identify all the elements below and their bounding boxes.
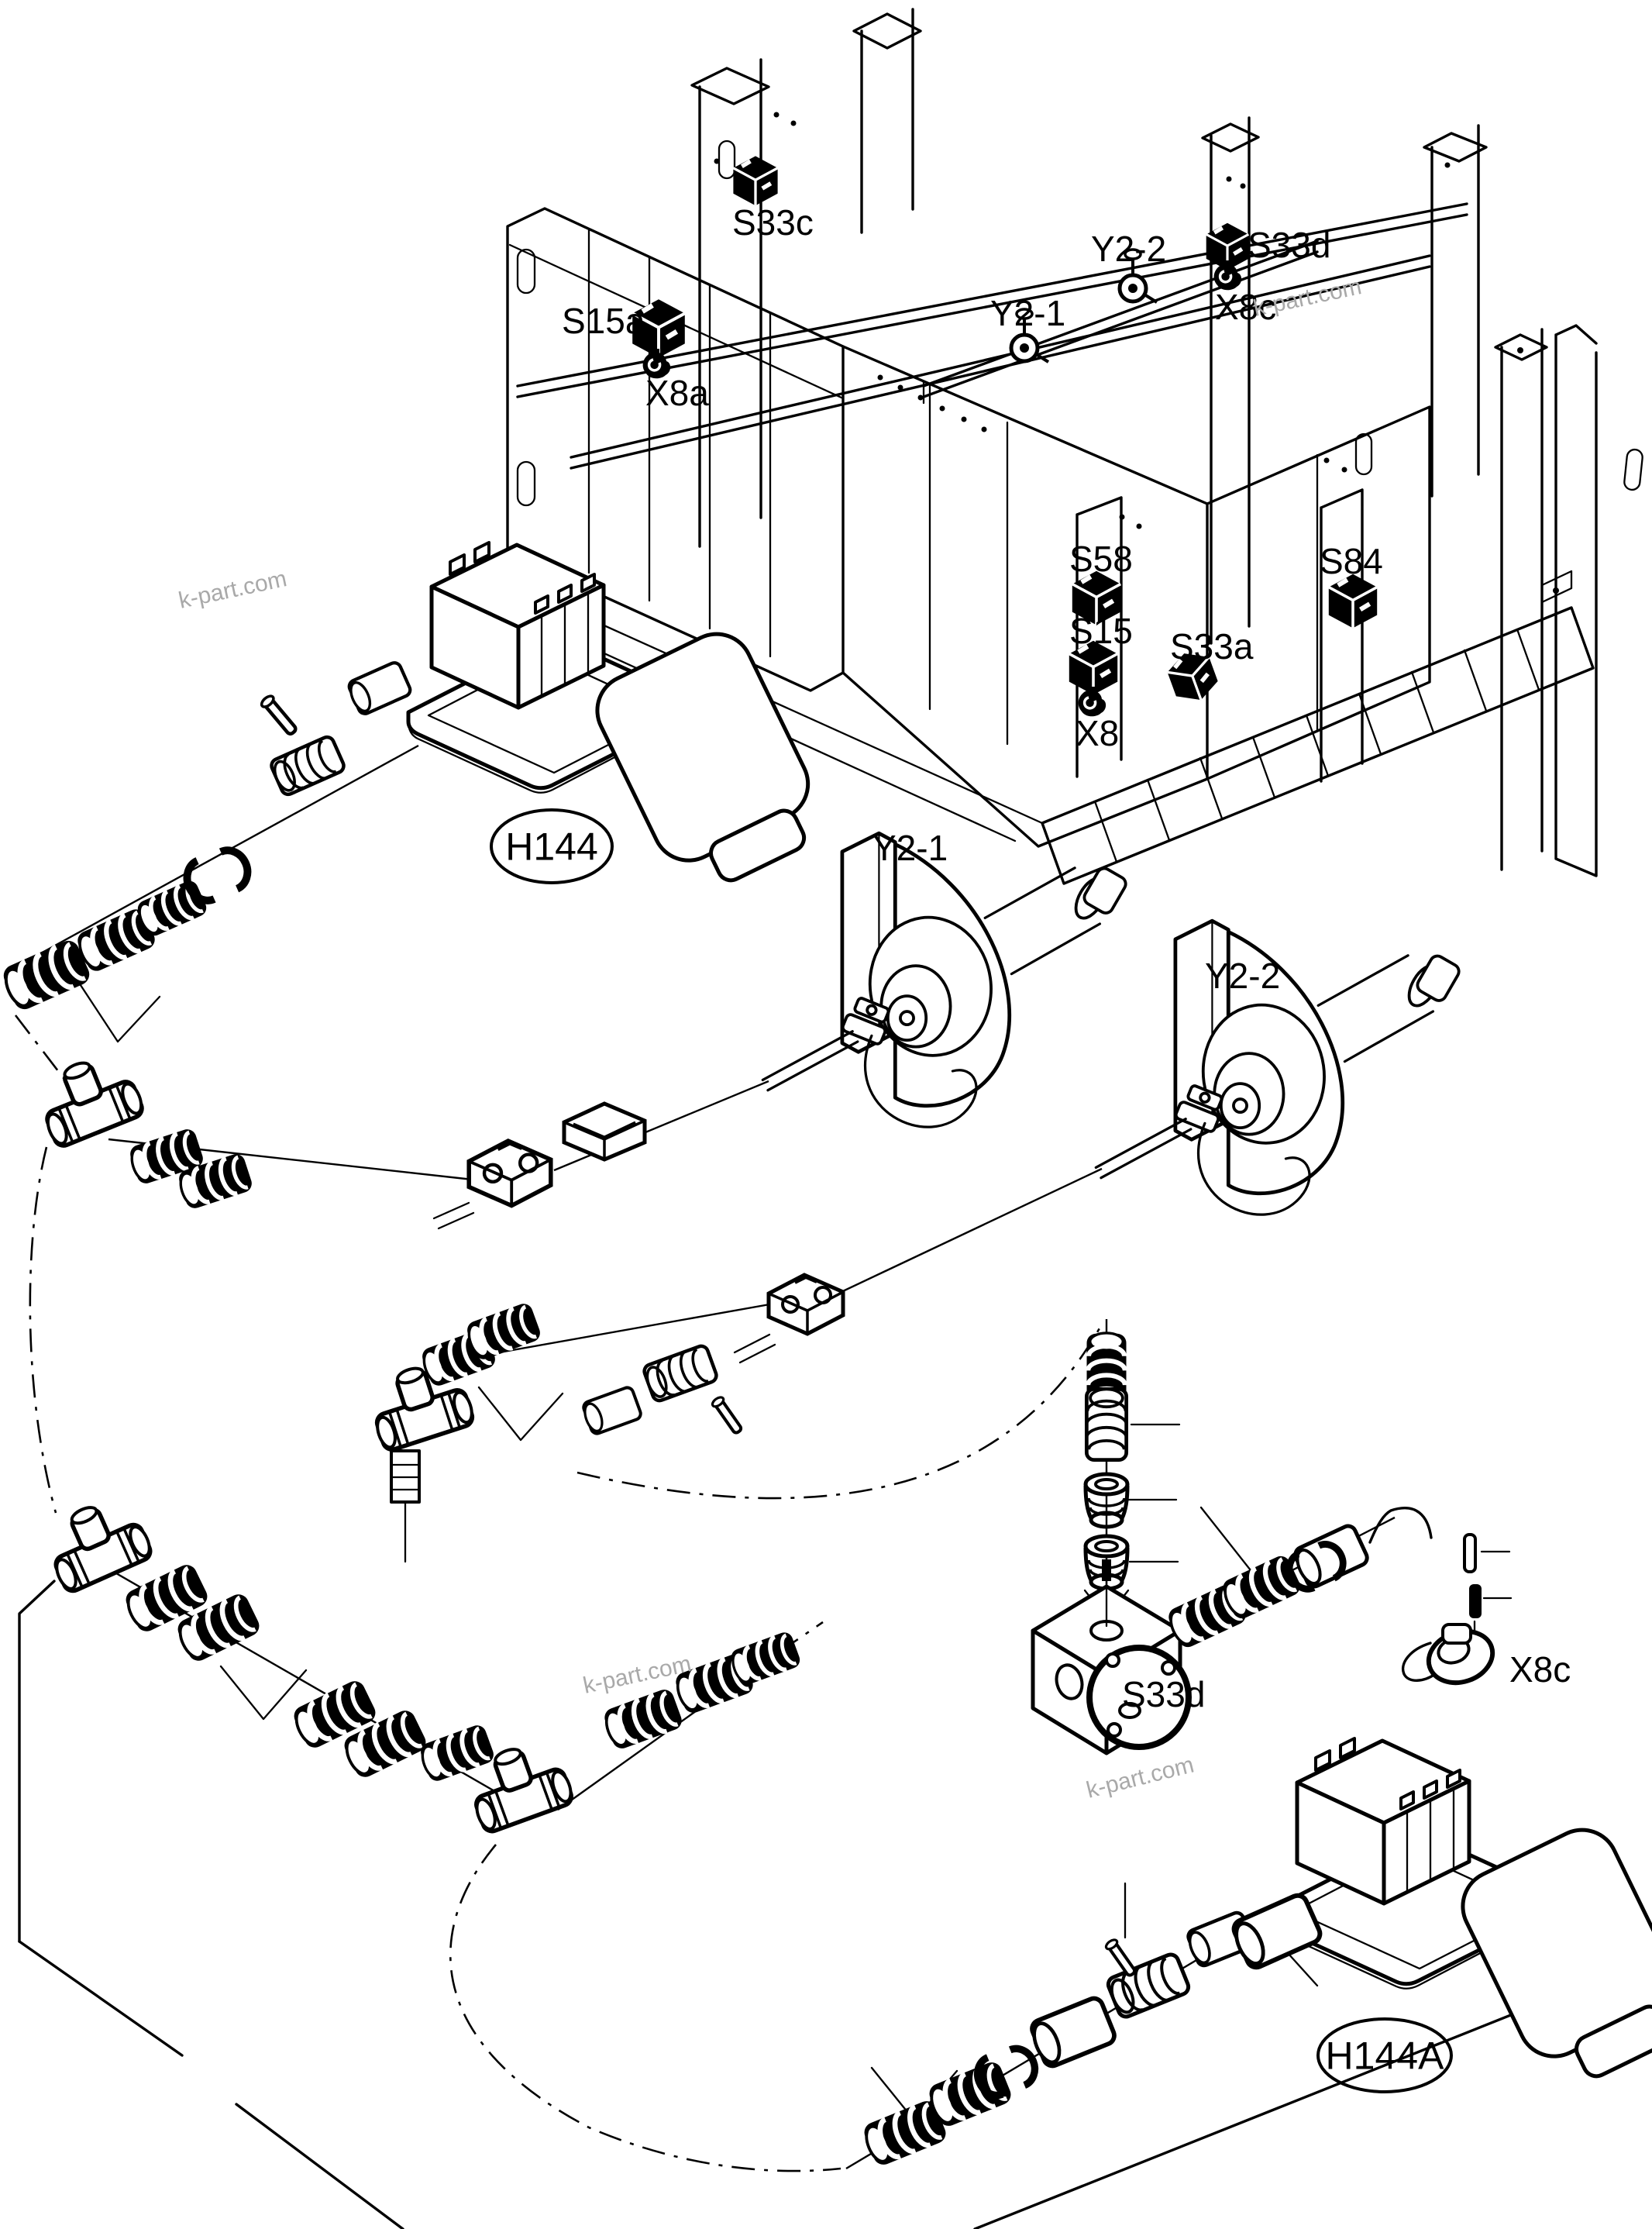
harness-chain-h144a — [845, 1882, 1272, 2169]
horn-assembly-h144a — [1230, 1738, 1652, 2099]
connector-x8 — [1076, 685, 1107, 718]
harness-chain-lower-left — [38, 1490, 803, 1835]
part-label-s84: S84 — [1320, 541, 1383, 581]
connector-housing-male — [564, 1104, 645, 1159]
watermark-2: k-part.com — [1251, 274, 1364, 322]
part-label-y2-2-mid: Y2-2 — [1205, 956, 1280, 996]
part-label-x8: X8 — [1076, 713, 1119, 753]
connector-x8c-bottom — [1368, 1507, 1513, 1686]
part-label-x8c-top: X8c — [1215, 287, 1276, 327]
oval-label-text-h144: H144 — [505, 825, 598, 869]
part-label-x8c-bottom: X8c — [1509, 1649, 1571, 1690]
harness-chain-middle — [30, 1047, 1103, 1563]
harness-chain-s33d-right — [1165, 1516, 1396, 1651]
oval-label-h144a — [1316, 2017, 1453, 2093]
oval-label-h144 — [490, 808, 614, 884]
part-label-x8a: X8a — [645, 373, 709, 413]
solenoid-valve-y2-1 — [762, 833, 1128, 1127]
part-label-s58: S58 — [1069, 539, 1133, 579]
tee-fitting-1 — [30, 1047, 146, 1149]
part-label-s15a: S15a — [562, 301, 645, 341]
rivet-dots — [714, 112, 1451, 529]
watermark-1: k-part.com — [177, 566, 289, 614]
watermark-4: k-part.com — [1084, 1752, 1196, 1803]
part-label-s33a: S33a — [1170, 626, 1254, 667]
part-label-s15: S15 — [1069, 611, 1133, 651]
part-label-y2-1-top: Y2-1 — [990, 293, 1065, 333]
valve-block-s33d — [1031, 1559, 1192, 1755]
part-label-s33c: S33c — [732, 202, 814, 243]
sensor-s33c — [733, 156, 777, 205]
connector-2pin-female — [469, 1141, 551, 1206]
harness-chain-h144 — [0, 661, 419, 1043]
watermark-3: k-part.com — [581, 1651, 693, 1699]
part-label-y2-1-mid: Y2-1 — [872, 828, 948, 868]
connector-2pin-female — [769, 1275, 843, 1334]
part-label-y2-2-top: Y2-2 — [1091, 229, 1166, 269]
switch-s84 — [1329, 574, 1377, 629]
part-label-s33d-block: S33d — [1122, 1674, 1205, 1714]
tee-fitting-3 — [38, 1490, 155, 1594]
part-label-s33d-top: S33d — [1248, 225, 1330, 265]
chassis-frame-assembly — [506, 8, 1643, 885]
oval-label-text-h144a: H144A — [1326, 2034, 1445, 2078]
